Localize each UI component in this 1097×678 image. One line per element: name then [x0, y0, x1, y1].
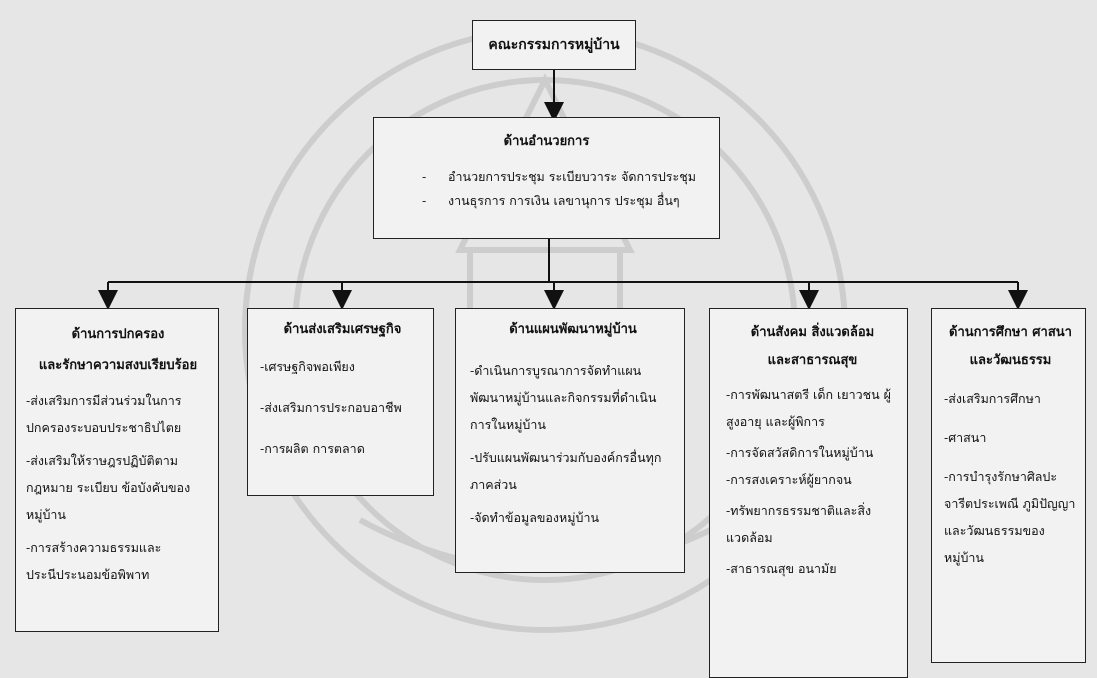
- column-item: -การบำรุงรักษาศิลปะจารีตประเพณี ภูมิปัญญ…: [944, 469, 1076, 565]
- column-title: ด้านการศึกษา ศาสนา และวัฒนธรรม: [949, 325, 1072, 368]
- column-item: -ส่งเสริมการประกอบอาชีพ: [260, 400, 402, 415]
- column-title: ด้านแผนพัฒนาหมู่บ้าน: [509, 322, 637, 337]
- column-item: -การผลิต การตลาด: [260, 441, 365, 456]
- column-item: -เศรษฐกิจพอเพียง: [260, 359, 355, 374]
- column-item: -ทรัพยากรธรรมชาติและสิ่งแวดล้อม: [726, 503, 872, 545]
- column-item: -ส่งเสริมให้ราษฎรปฏิบัติตามกฎหมาย ระเบีย…: [26, 453, 191, 522]
- economy-box: ด้านส่งเสริมเศรษฐกิจ -เศรษฐกิจพอเพียง -ส…: [247, 308, 434, 496]
- column-title: ด้านส่งเสริมเศรษฐกิจ: [283, 322, 402, 337]
- administration-box: ด้านอำนวยการ -อำนวยการประชุม ระเบียบวาระ…: [373, 117, 720, 239]
- column-title: ด้านการปกครอง และรักษาความสงบเรียบร้อย: [38, 327, 198, 373]
- column-title: ด้านสังคม สิ่งแวดล้อม และสาธารณสุข: [750, 325, 875, 368]
- governance-box: ด้านการปกครอง และรักษาความสงบเรียบร้อย -…: [15, 308, 219, 632]
- admin-item: -งานธุรการ การเงิน เลขานุการ ประชุม อื่น…: [422, 193, 680, 208]
- root-title: คณะกรรมการหมู่บ้าน: [488, 37, 620, 53]
- column-item: -การสงเคราะห์ผู้ยากจน: [726, 472, 852, 487]
- village-committee-box: คณะกรรมการหมู่บ้าน: [472, 20, 636, 70]
- column-item: -ส่งเสริมการมีส่วนร่วมในการปกครองระบอบปร…: [26, 393, 182, 435]
- column-item: -สาธารณสุข อนามัย: [726, 561, 837, 576]
- column-item: -ดำเนินการบูรณาการจัดทำแผนพัฒนาหมู่บ้านแ…: [470, 363, 657, 432]
- admin-item: -อำนวยการประชุม ระเบียบวาระ จัดการประชุม: [422, 169, 696, 184]
- development-plan-box: ด้านแผนพัฒนาหมู่บ้าน -ดำเนินการบูรณาการจ…: [455, 308, 685, 573]
- column-item: -การสร้างความธรรมและประนีประนอมข้อพิพาท: [26, 540, 162, 582]
- admin-title: ด้านอำนวยการ: [503, 134, 590, 149]
- social-environment-box: ด้านสังคม สิ่งแวดล้อม และสาธารณสุข -การพ…: [709, 308, 908, 678]
- column-item: -ปรับแผนพัฒนาร่วมกับองค์กรอื่นทุกภาคส่วน: [470, 450, 662, 492]
- column-item: -การจัดสวัสดิการในหมู่บ้าน: [726, 445, 874, 460]
- column-item: -ศาสนา: [944, 430, 987, 445]
- column-item: -ส่งเสริมการศึกษา: [944, 391, 1041, 406]
- column-item: -การพัฒนาสตรี เด็ก เยาวชน ผู้สูงอายุ และ…: [726, 387, 891, 429]
- column-item: -จัดทำข้อมูลของหมู่บ้าน: [470, 510, 600, 525]
- education-culture-box: ด้านการศึกษา ศาสนา และวัฒนธรรม -ส่งเสริม…: [931, 308, 1086, 663]
